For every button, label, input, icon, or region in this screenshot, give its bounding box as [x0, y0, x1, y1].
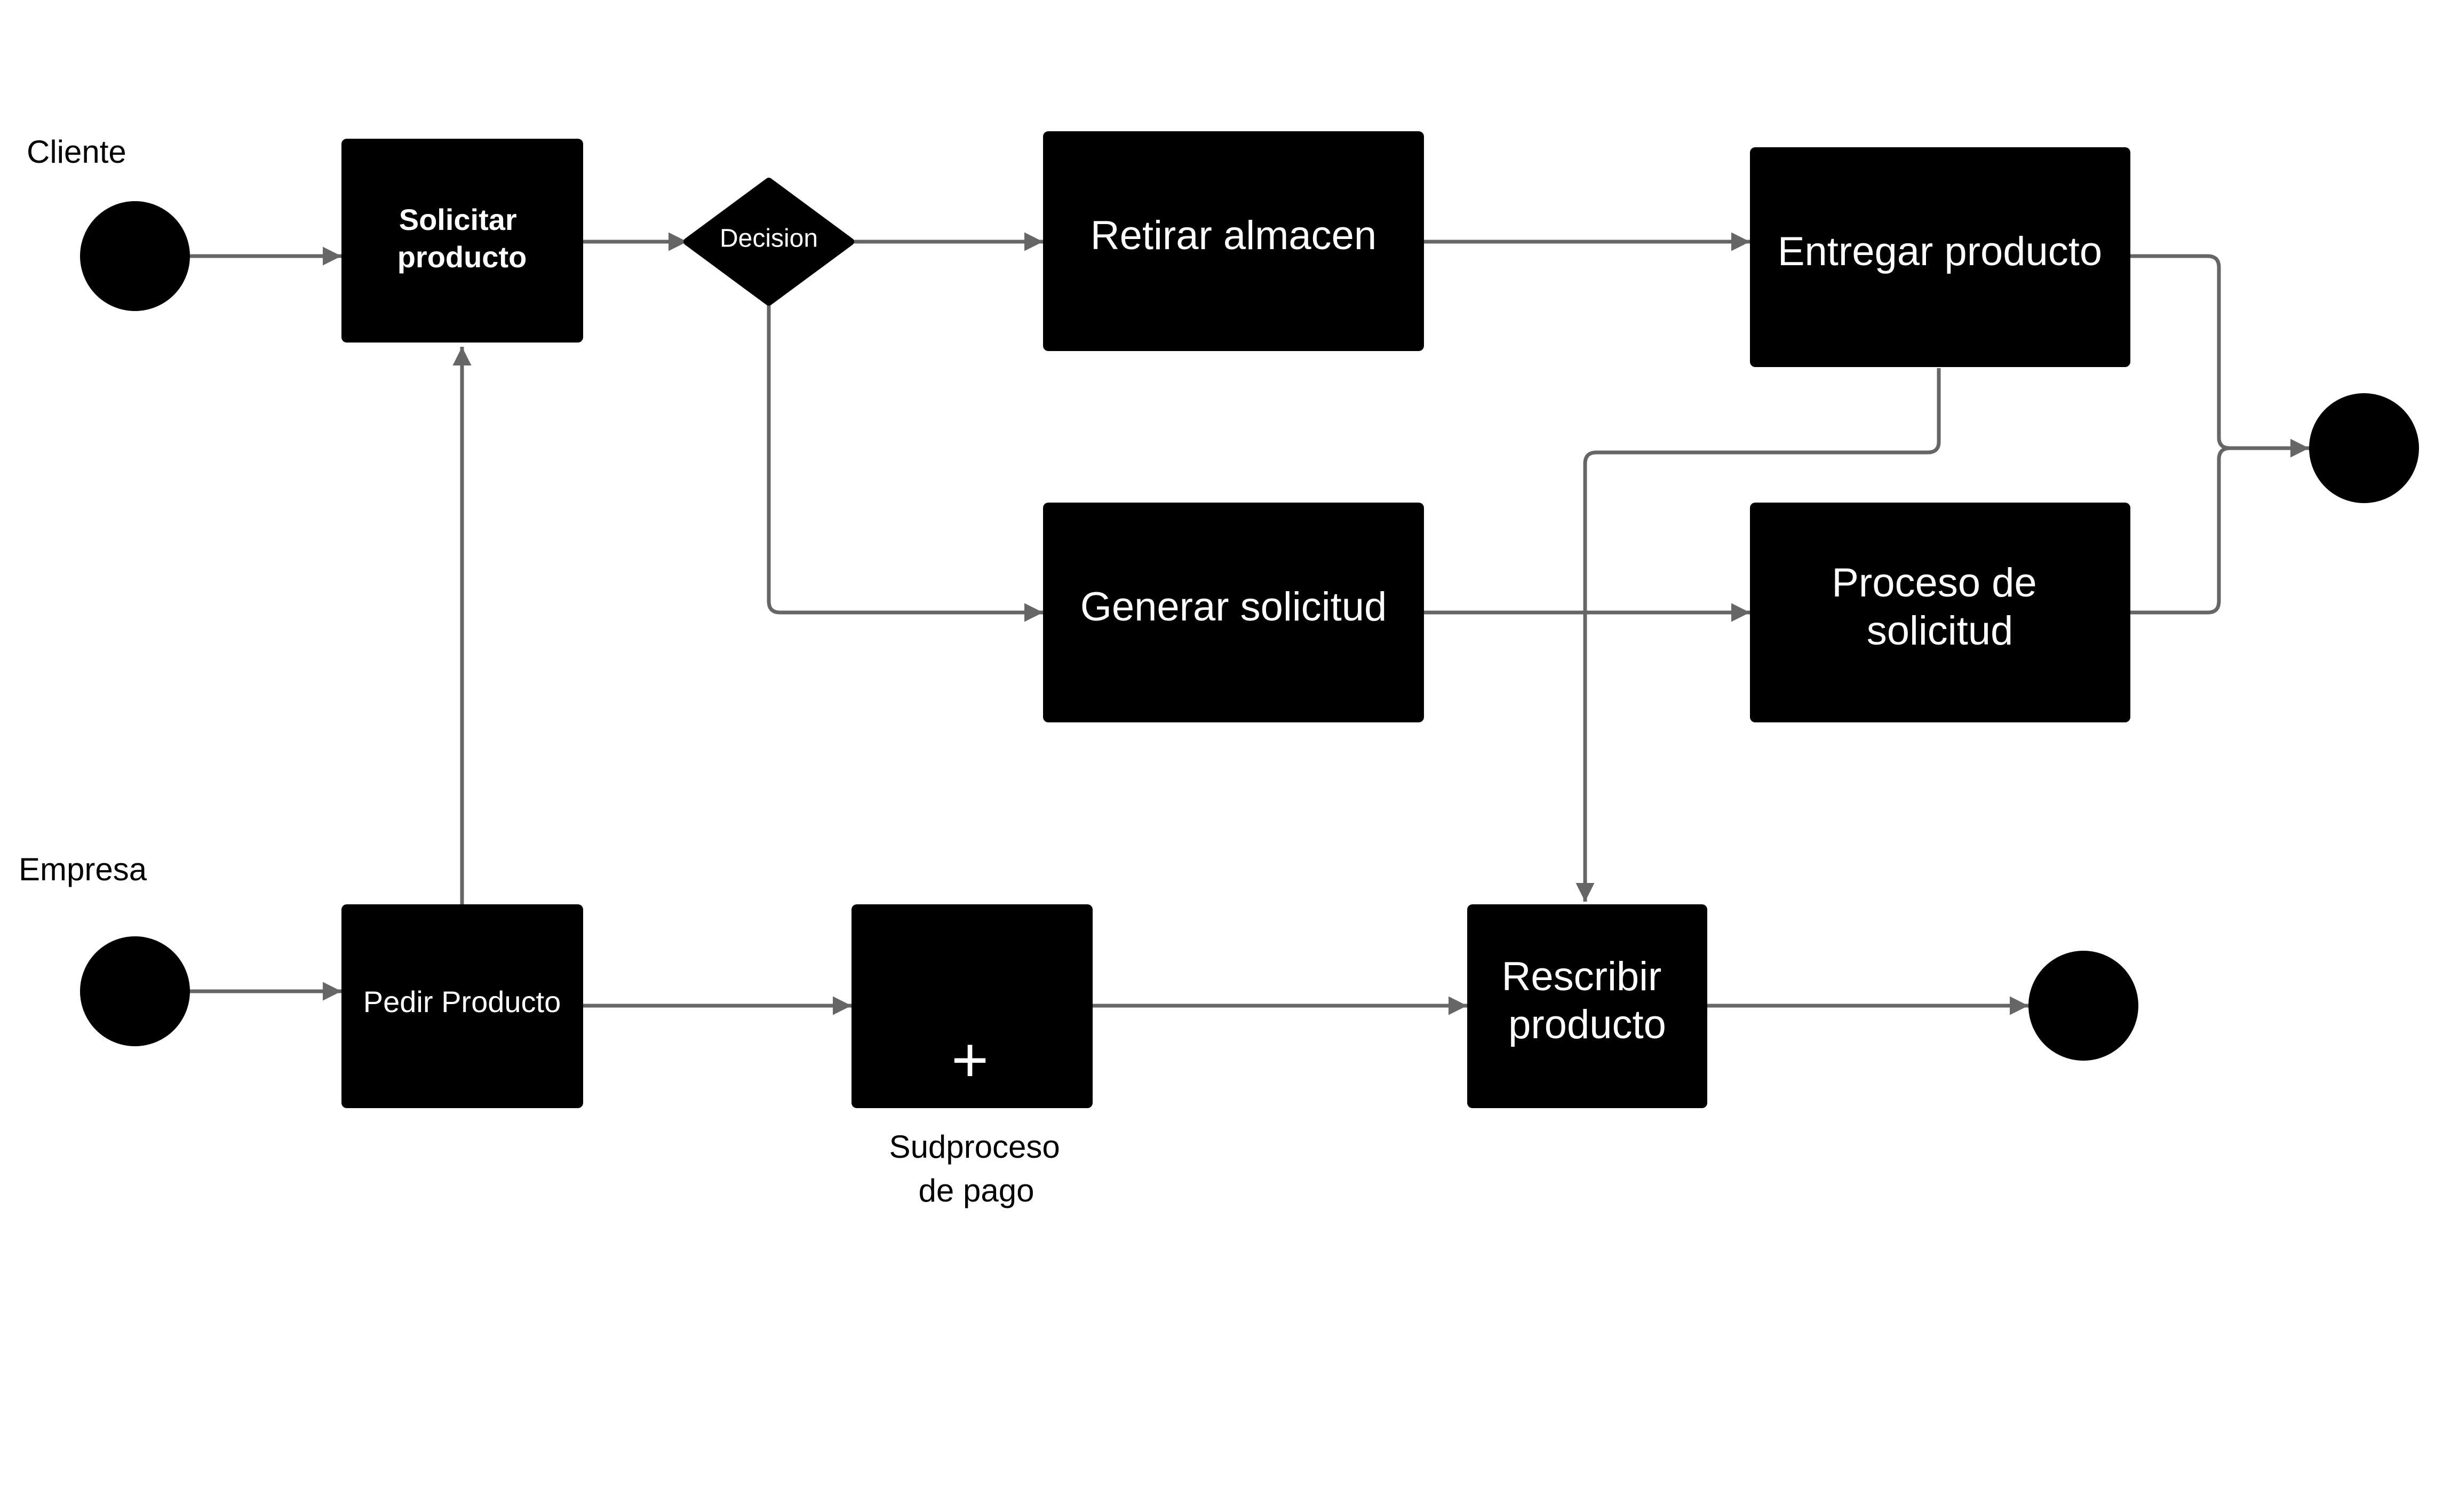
lane-label-cliente: Cliente — [27, 134, 126, 170]
task-entregar-producto: Entregar producto — [1750, 147, 2130, 367]
gateway-decision: Decision — [683, 178, 854, 306]
task-pedir-producto: Pedir Producto — [341, 904, 583, 1108]
task-generar-solicitud-label: Generar solicitud — [1080, 584, 1387, 630]
subprocess-expand-marker: + — [951, 1024, 989, 1096]
task-generar-solicitud: Generar solicitud — [1043, 503, 1424, 722]
lane-label-empresa: Empresa — [19, 852, 147, 887]
edges — [190, 232, 2309, 1015]
end-event-cliente — [2309, 393, 2419, 503]
task-pedir-producto-label: Pedir Producto — [363, 985, 561, 1018]
end-event-empresa — [2028, 951, 2138, 1061]
gateway-decision-label: Decision — [720, 225, 818, 253]
task-rescribir-producto: Rescribir producto — [1467, 904, 1707, 1108]
start-event-cliente — [80, 201, 190, 311]
subprocess-caption: Sudproceso de pago — [889, 1129, 1069, 1208]
task-entregar-producto-label: Entregar producto — [1778, 229, 2102, 274]
task-proceso-solicitud-label: Proceso de solicitud — [1832, 560, 2048, 654]
subprocess-pago: + Sudproceso de pago — [852, 904, 1093, 1208]
edge-decision-to-generar — [767, 302, 1043, 622]
task-solicitar-producto: Solicitar producto — [341, 139, 583, 343]
task-solicitar-producto-label: Solicitar producto — [397, 203, 527, 274]
task-rescribir-producto-label: Rescribir producto — [1502, 954, 1673, 1047]
task-retirar-almacen: Retirar almacen — [1043, 131, 1424, 351]
task-proceso-solicitud: Proceso de solicitud — [1750, 503, 2130, 722]
edge-proceso-to-end-cliente — [2130, 446, 2231, 615]
edge-entregar-to-rescribir — [1575, 368, 1941, 902]
start-event-empresa — [80, 936, 190, 1046]
edge-entregar-to-end-cliente — [2130, 254, 2309, 458]
task-retirar-almacen-label: Retirar almacen — [1091, 213, 1376, 258]
